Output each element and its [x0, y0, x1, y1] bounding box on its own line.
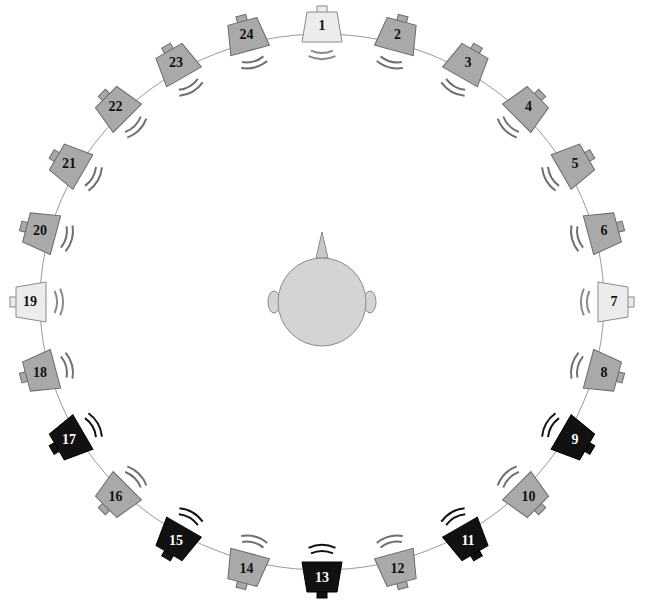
speaker-number: 18	[16, 349, 64, 397]
sound-wave	[242, 541, 264, 549]
speaker-number: 21	[45, 140, 93, 188]
sound-wave	[311, 550, 334, 554]
speaker-number: 20	[16, 207, 64, 255]
speaker-box: 15	[152, 517, 200, 565]
speaker-number: 6	[580, 207, 628, 255]
speaker-number: 1	[298, 2, 346, 50]
speaker-cabinet	[503, 472, 552, 521]
speaker-box: 14	[222, 545, 270, 593]
sound-wave	[570, 352, 579, 379]
speaker-box: 6	[580, 207, 628, 255]
sound-wave	[60, 356, 68, 378]
speaker-box: 8	[580, 349, 628, 397]
sound-wave	[576, 226, 584, 248]
speaker-number: 14	[222, 545, 270, 593]
speaker-box: 21	[45, 140, 93, 188]
sound-wave	[311, 50, 334, 54]
speaker-box: 17	[45, 416, 93, 464]
sound-wave	[497, 465, 517, 485]
sound-wave	[308, 55, 336, 60]
sound-wave	[241, 535, 268, 544]
speaker-box: 18	[16, 349, 64, 397]
sound-wave	[440, 82, 464, 97]
sound-wave	[65, 225, 74, 252]
sound-wave	[179, 507, 203, 522]
head-nose	[316, 232, 328, 258]
sound-wave	[497, 118, 517, 138]
sound-wave	[586, 291, 590, 314]
speaker-box: 19	[6, 278, 54, 326]
speaker-number: 2	[374, 11, 422, 59]
sound-wave	[179, 82, 203, 97]
speaker-box: 2	[374, 11, 422, 59]
speaker-number: 4	[504, 83, 552, 131]
speaker-box: 9	[551, 416, 599, 464]
speaker-number: 10	[504, 473, 552, 521]
speaker-box: 3	[444, 39, 492, 87]
sound-wave	[580, 288, 585, 316]
speaker-box: 23	[152, 39, 200, 87]
speaker-number: 9	[551, 416, 599, 464]
speaker-number: 5	[551, 140, 599, 188]
speaker-number: 13	[298, 554, 346, 602]
speaker-box: 16	[92, 473, 140, 521]
sound-wave	[127, 465, 147, 485]
speaker-number: 23	[152, 39, 200, 87]
speaker-number: 15	[152, 517, 200, 565]
sound-wave	[541, 167, 556, 191]
speaker-box: 5	[551, 140, 599, 188]
speaker-box: 20	[16, 207, 64, 255]
speaker-box: 24	[222, 11, 270, 59]
speaker-cabinet	[503, 83, 552, 132]
speaker-box: 11	[444, 517, 492, 565]
speaker-number: 3	[444, 39, 492, 87]
speaker-ring	[40, 34, 604, 570]
speaker-number: 8	[580, 349, 628, 397]
sound-wave	[541, 412, 556, 436]
speaker-box: 12	[374, 545, 422, 593]
sound-wave	[88, 167, 103, 191]
sound-wave	[60, 226, 68, 248]
speaker-box: 10	[504, 473, 552, 521]
speaker-number: 11	[444, 517, 492, 565]
sound-wave	[127, 118, 147, 138]
speaker-box: 22	[92, 83, 140, 131]
speaker-cabinet	[91, 472, 140, 521]
sound-wave	[59, 288, 64, 316]
speaker-box: 7	[590, 278, 638, 326]
speaker-number: 19	[6, 278, 54, 326]
speaker-box: 1	[298, 2, 346, 50]
sound-wave	[376, 60, 403, 69]
speaker-box: 13	[298, 554, 346, 602]
sound-wave	[65, 352, 74, 379]
sound-wave	[380, 56, 402, 64]
speaker-number: 22	[92, 83, 140, 131]
sound-wave	[440, 507, 464, 522]
sound-wave	[380, 541, 402, 549]
speaker-box: 4	[504, 83, 552, 131]
sound-wave	[576, 356, 584, 378]
sound-wave	[308, 544, 336, 549]
sound-wave	[570, 225, 579, 252]
speaker-cabinet	[91, 83, 140, 132]
listener-head	[278, 258, 366, 346]
sound-waves	[54, 50, 591, 555]
speaker-number: 17	[45, 416, 93, 464]
sound-wave	[376, 535, 403, 544]
sound-wave	[241, 60, 268, 69]
sound-wave	[88, 412, 103, 436]
speaker-number: 24	[222, 11, 270, 59]
sound-wave	[242, 56, 264, 64]
speaker-number: 12	[374, 545, 422, 593]
sound-wave	[54, 291, 58, 314]
speaker-number: 16	[92, 473, 140, 521]
speaker-number: 7	[590, 278, 638, 326]
